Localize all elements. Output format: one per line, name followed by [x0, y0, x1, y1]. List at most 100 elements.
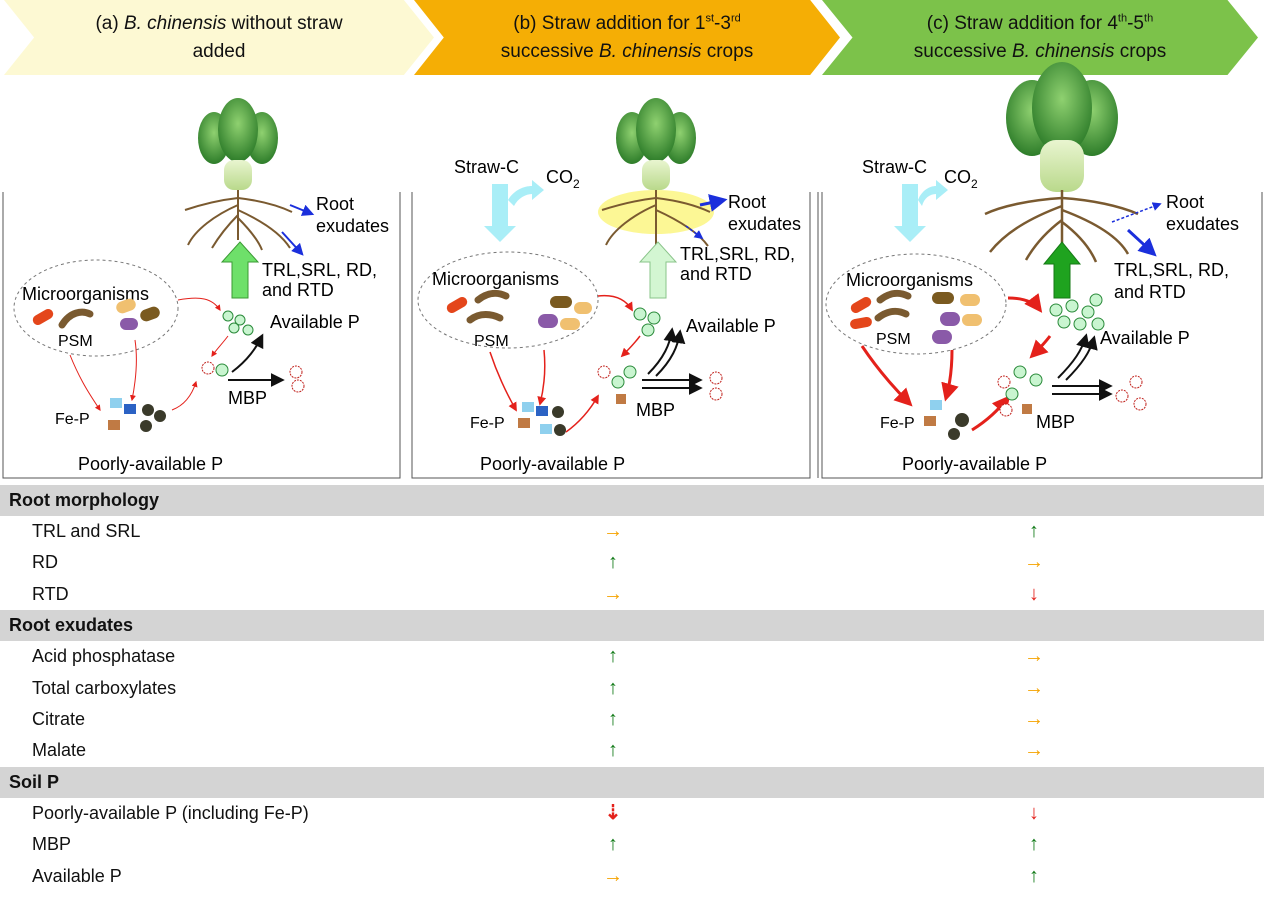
row-label: MBP — [32, 834, 72, 855]
arrow-right-icon: → — [1024, 645, 1044, 668]
arrow-right-icon: → — [603, 864, 623, 887]
fe-p-label: Fe-P — [55, 411, 90, 428]
straw-c-label: Straw-C — [862, 157, 927, 177]
uptake-arrow — [1042, 241, 1082, 299]
morph-label-2: and RTD — [680, 264, 752, 284]
mbp-label: MBP — [228, 388, 267, 408]
panel-frames — [2, 192, 1263, 479]
exudates-label: exudates — [728, 214, 801, 234]
arrow-up-icon: ↑ — [1029, 864, 1039, 887]
co2-release-arrow — [918, 180, 948, 206]
panel-b: Straw-C CO2 Root exudates TRL,SRL, RD, a… — [417, 98, 801, 474]
roots-icon — [184, 190, 293, 251]
row-label: Citrate — [32, 708, 86, 729]
exudate-arrow — [289, 204, 315, 216]
flow-arrows-black — [1052, 333, 1113, 401]
morph-label-1: TRL,SRL, RD, — [680, 244, 795, 264]
microorganisms-label: Microorganisms — [846, 270, 973, 290]
table-row: Acid phosphatase↑→ — [0, 641, 1264, 672]
section-header: Soil P — [0, 766, 1264, 798]
row-label: TRL and SRL — [32, 521, 141, 541]
header-panel-b: (b) Straw addition for 1st-3rd successiv… — [414, 0, 840, 75]
arrow-up-icon: ↑ — [608, 833, 618, 856]
arrow-up-icon: ↑ — [1029, 833, 1039, 856]
fe-p-label: Fe-P — [880, 415, 915, 432]
panel-a: Root exudates TRL,SRL, RD, and RTD Micro… — [13, 98, 389, 474]
root-label: Root — [728, 192, 766, 212]
co2-release-arrow — [508, 180, 544, 206]
morph-label-1: TRL,SRL, RD, — [1114, 260, 1229, 280]
row-label: Total carboxylates — [32, 677, 177, 698]
available-p-label: Available P — [270, 312, 360, 332]
header-b-prefix: successive — [500, 40, 599, 62]
arrow-up-icon: ↑ — [608, 645, 618, 668]
uptake-arrow — [220, 241, 260, 299]
table-row: RTD → ↓ — [0, 579, 1264, 610]
arrow-right-icon: → — [1024, 739, 1044, 762]
header-a-suffix: without straw — [226, 12, 343, 34]
arrow-right-icon: → — [1024, 707, 1044, 730]
microorganisms-label: Microorganisms — [22, 284, 149, 304]
row-label: Poorly-available P (including Fe-P) — [32, 802, 309, 823]
plant-icon — [198, 98, 278, 190]
morphology-arrow — [281, 231, 304, 256]
microorganism-zone — [825, 253, 1007, 355]
row-label: RTD — [32, 583, 69, 604]
table-row: Available P → ↑ — [0, 861, 1264, 892]
table-row: Poorly-available P (including Fe-P)⇣↓ — [0, 798, 1264, 829]
psm-label: PSM — [58, 333, 93, 350]
flow-arrows-black — [228, 333, 285, 387]
morph-label-1: TRL,SRL, RD, — [262, 260, 377, 280]
co2-label: CO2 — [546, 167, 580, 191]
phosphorus-particles — [924, 293, 1147, 440]
arrow-up-icon: ↑ — [1029, 520, 1039, 542]
morphology-arrow — [685, 225, 704, 240]
morphology-arrow — [1126, 228, 1157, 257]
exudate-arrow — [1111, 202, 1162, 223]
arrow-down-icon: ↓ — [1029, 582, 1039, 605]
exudates-label: exudates — [1166, 214, 1239, 234]
psm-label: PSM — [474, 333, 509, 350]
morph-label-2: and RTD — [1114, 282, 1186, 302]
table-row: MBP ↑ ↑ — [0, 829, 1264, 860]
arrow-right-icon: → — [603, 582, 623, 605]
diagram-panels: Root exudates TRL,SRL, RD, and RTD Micro… — [2, 62, 1263, 479]
phosphorus-particles — [108, 310, 305, 432]
phosphorus-particles — [518, 307, 723, 436]
microbe-icons — [850, 289, 982, 344]
row-label: Malate — [32, 740, 87, 761]
header-c-suffix: crops — [1114, 40, 1167, 62]
straw-c-label: Straw-C — [454, 157, 519, 177]
table-row: RD↑→ — [0, 547, 1264, 578]
morph-label-2: and RTD — [262, 280, 334, 300]
available-p-label: Available P — [686, 316, 776, 336]
root-label: Root — [1166, 192, 1204, 212]
arrow-right-icon: → — [1024, 551, 1044, 574]
poorly-available-p-label: Poorly-available P — [480, 454, 625, 474]
header-c-prefix: successive — [913, 40, 1012, 62]
microorganisms-label: Microorganisms — [432, 269, 559, 289]
plant-icon — [1006, 62, 1118, 192]
fe-p-label: Fe-P — [470, 415, 505, 432]
row-label: Available P — [32, 865, 122, 886]
poorly-available-p-label: Poorly-available P — [78, 454, 223, 474]
exudates-label: exudates — [316, 216, 389, 236]
header-c-species: B. chinensis — [1012, 40, 1115, 62]
header-b-species: B. chinensis — [599, 40, 702, 62]
mbp-label: MBP — [1036, 412, 1075, 432]
header-b-suffix: crops — [701, 40, 754, 62]
header-panel-a: (a) B. chinensis without straw added — [4, 0, 434, 75]
table-row: TRL and SRL→↑ — [0, 516, 1264, 547]
psm-label: PSM — [876, 331, 911, 348]
exudate-arrow — [699, 194, 728, 212]
arrow-up-icon: ↑ — [608, 551, 618, 574]
flow-arrows-red — [69, 297, 229, 411]
root-label: Root — [316, 194, 354, 214]
header-panel-c: (c) Straw addition for 4th-5th successiv… — [822, 0, 1258, 75]
straw-input-arrow — [894, 184, 926, 242]
poorly-available-p-label: Poorly-available P — [902, 454, 1047, 474]
microorganism-zone — [417, 251, 599, 349]
flow-arrows-red — [860, 293, 1052, 432]
uptake-arrow — [638, 241, 678, 299]
plant-icon — [616, 98, 696, 190]
